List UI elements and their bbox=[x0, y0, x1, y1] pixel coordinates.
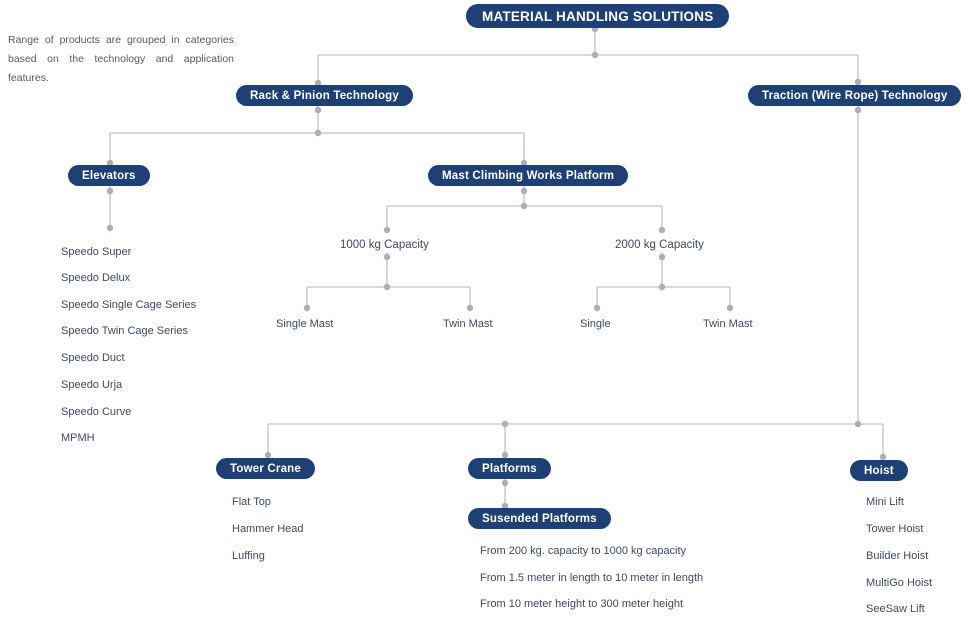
intro-paragraph: Range of products are grouped in categor… bbox=[8, 33, 234, 84]
list-item-hoist: Mini Lift bbox=[866, 496, 904, 508]
node-label: Rack & Pinion Technology bbox=[250, 89, 399, 102]
node-2000kg-capacity: 2000 kg Capacity bbox=[615, 239, 704, 251]
node-label: Susended Platforms bbox=[482, 512, 597, 525]
node-material-handling-solutions[interactable]: MATERIAL HANDLING SOLUTIONS bbox=[466, 4, 730, 28]
node-label: Elevators bbox=[82, 169, 136, 182]
detail-platform-capacity: From 200 kg. capacity to 1000 kg capacit… bbox=[480, 545, 687, 557]
detail-platform-length: From 1.5 meter in length to 10 meter in … bbox=[480, 572, 704, 584]
list-item-hoist: SeeSaw Lift bbox=[866, 603, 925, 615]
list-item-elevator-product: Speedo Curve bbox=[61, 406, 132, 418]
node-label: Mast Climbing Works Platform bbox=[442, 169, 615, 182]
node-susended-platforms[interactable]: Susended Platforms bbox=[468, 508, 611, 529]
list-item-elevator-product: MPMH bbox=[61, 432, 95, 444]
list-item-elevator-product: Speedo Single Cage Series bbox=[61, 299, 197, 311]
node-label: Traction (Wire Rope) Technology bbox=[762, 89, 948, 102]
leaf-2000kg-twin-mast: Twin Mast bbox=[703, 318, 753, 330]
node-label: Hoist bbox=[864, 464, 894, 477]
leaf-1000kg-twin-mast: Twin Mast bbox=[443, 318, 493, 330]
list-item-tower-crane: Flat Top bbox=[232, 496, 271, 508]
node-platforms[interactable]: Platforms bbox=[468, 458, 551, 479]
node-label: Platforms bbox=[482, 462, 537, 475]
list-item-elevator-product: Speedo Duct bbox=[61, 352, 125, 364]
node-rack-pinion-technology[interactable]: Rack & Pinion Technology bbox=[236, 85, 413, 106]
list-item-elevator-product: Speedo Super bbox=[61, 246, 132, 258]
node-traction-wire-rope-technology[interactable]: Traction (Wire Rope) Technology bbox=[748, 85, 962, 106]
list-item-hoist: Tower Hoist bbox=[866, 523, 924, 535]
leaf-1000kg-single-mast: Single Mast bbox=[276, 318, 334, 330]
node-label: MATERIAL HANDLING SOLUTIONS bbox=[482, 8, 714, 24]
list-item-tower-crane: Hammer Head bbox=[232, 523, 304, 535]
list-item-elevator-product: Speedo Twin Cage Series bbox=[61, 325, 188, 337]
node-1000kg-capacity: 1000 kg Capacity bbox=[340, 239, 429, 251]
node-mast-climbing-works-platform[interactable]: Mast Climbing Works Platform bbox=[428, 165, 629, 186]
node-tower-crane[interactable]: Tower Crane bbox=[216, 458, 316, 479]
node-elevators[interactable]: Elevators bbox=[68, 165, 150, 186]
list-item-hoist: MultiGo Hoist bbox=[866, 577, 933, 589]
list-item-elevator-product: Speedo Urja bbox=[61, 379, 123, 391]
list-item-hoist: Builder Hoist bbox=[866, 550, 929, 562]
detail-platform-height: From 10 meter height to 300 meter height bbox=[480, 598, 683, 610]
list-item-tower-crane: Luffing bbox=[232, 550, 265, 562]
node-label: Tower Crane bbox=[230, 462, 302, 475]
list-item-elevator-product: Speedo Delux bbox=[61, 272, 131, 284]
leaf-2000kg-single: Single bbox=[580, 318, 611, 330]
node-hoist[interactable]: Hoist bbox=[850, 460, 908, 481]
